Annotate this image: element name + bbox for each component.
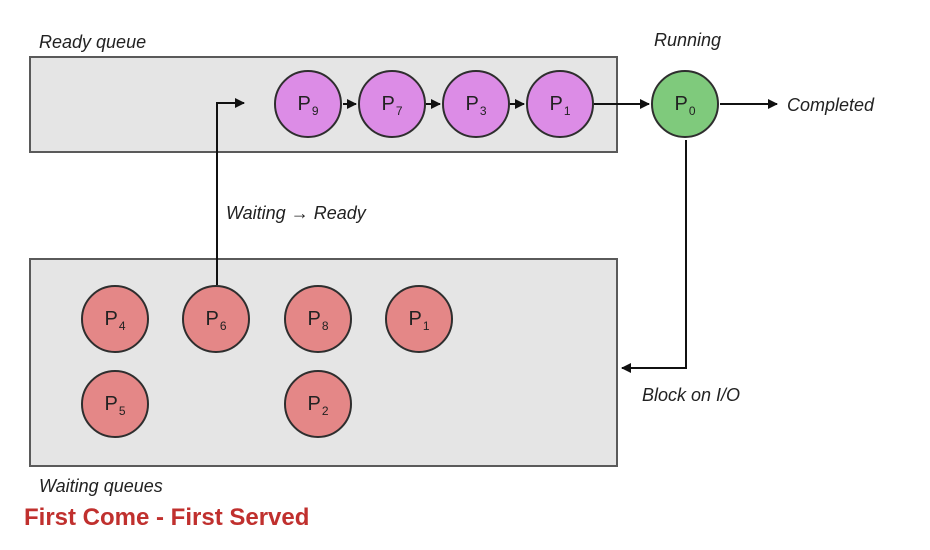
waiting-queues-label: Waiting queues — [39, 476, 163, 496]
caption-title: First Come - First Served — [24, 504, 310, 531]
process-subscript: 5 — [118, 404, 126, 418]
process-name: P — [104, 307, 118, 330]
process-name: P — [381, 92, 395, 115]
process-subscript: 1 — [422, 319, 430, 333]
process-subscript: 9 — [311, 104, 319, 118]
process-name: P — [549, 92, 563, 115]
process-name: P — [307, 392, 321, 415]
arrow-block-on-io — [621, 140, 687, 373]
process-subscript: 7 — [395, 104, 403, 118]
completed-label: Completed — [787, 95, 875, 115]
process-name: P — [104, 392, 118, 415]
process-subscript: 3 — [479, 104, 487, 118]
process-subscript: 0 — [688, 104, 696, 118]
process-subscript: 8 — [321, 319, 329, 333]
process-subscript: 4 — [118, 319, 126, 333]
process-name: P — [408, 307, 422, 330]
ready-queue-label: Ready queue — [39, 32, 147, 52]
process-name: P — [205, 307, 219, 330]
process-name: P — [465, 92, 479, 115]
arrow-waiting-to-ready — [216, 98, 245, 285]
process-name: P — [297, 92, 311, 115]
waiting-to-ready-label: Waiting → Ready — [226, 203, 366, 223]
process-subscript: 1 — [563, 104, 571, 118]
process-subscript: 6 — [219, 319, 227, 333]
process-subscript: 2 — [321, 404, 329, 418]
process-name: P — [674, 92, 688, 115]
block-on-io-label: Block on I/O — [642, 385, 741, 405]
process-name: P — [307, 307, 321, 330]
running-label: Running — [654, 30, 722, 50]
